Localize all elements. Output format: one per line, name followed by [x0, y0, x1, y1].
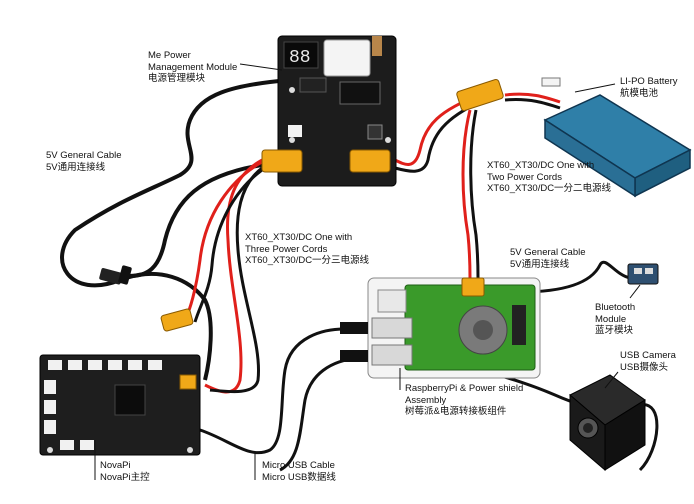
three-cord-black-1 [209, 166, 263, 394]
two-cord-red-down [461, 109, 472, 279]
leader-bluetooth [629, 284, 641, 299]
general-cable-left-wire [60, 78, 291, 381]
label-general-cable-right: 5V General Cable 5V通用连接线 [510, 247, 586, 270]
label-micro-usb: Micro USB Cable Micro USB数据线 [262, 460, 336, 483]
leader-power [239, 63, 283, 71]
label-raspberry: RaspberryPi & Power shield Assembly 树莓派&… [405, 383, 524, 417]
micro-usb-wire [199, 327, 361, 455]
raspberry-pi-assembly [367, 277, 541, 379]
leader-battery [574, 83, 616, 93]
bluetooth-module [627, 263, 659, 285]
xt60-connector-left [261, 149, 303, 173]
novapi-board [39, 354, 201, 456]
general-cable-right-wire [519, 260, 631, 294]
label-bluetooth: Bluetooth Module 蓝牙模块 [595, 302, 636, 336]
two-cord-red [394, 93, 481, 166]
xt60-connector-right [349, 149, 391, 173]
two-cord-black [394, 100, 481, 173]
usb-camera [569, 374, 646, 472]
battery-xt60-connector [456, 78, 504, 112]
xt30-connector [160, 308, 194, 332]
three-cord-black-2 [193, 168, 263, 323]
usb-plug-1 [340, 322, 368, 334]
two-cord-black-down [469, 109, 480, 279]
dc-plug [99, 265, 132, 285]
power-management-module: 88 [277, 35, 397, 187]
three-cord-red-1 [204, 158, 263, 394]
label-three-cords: XT60_XT30/DC One with Three Power Cords … [245, 232, 370, 266]
usb-wire-2 [279, 356, 361, 472]
label-battery: LI-PO Battery 航模电池 [620, 76, 678, 99]
label-usb-camera: USB Camera USB摄像头 [620, 350, 676, 373]
battery-lead-red [504, 92, 561, 104]
label-power-module: Me Power Management Module 电源管理模块 [148, 50, 238, 84]
label-novapi: NovaPi NovaPi主控 [100, 460, 150, 483]
three-cord-red-2 [183, 160, 263, 321]
lipo-battery [541, 77, 692, 198]
dc-plug-wire [119, 163, 263, 278]
label-two-cords: XT60_XT30/DC One with Two Power Cords XT… [487, 160, 612, 194]
usb-plug-2 [340, 350, 368, 362]
battery-lead-black [504, 98, 561, 110]
power-display: 88 [289, 48, 311, 68]
leader-camera [604, 371, 619, 389]
label-general-cable-left: 5V General Cable 5V通用连接线 [46, 150, 122, 173]
